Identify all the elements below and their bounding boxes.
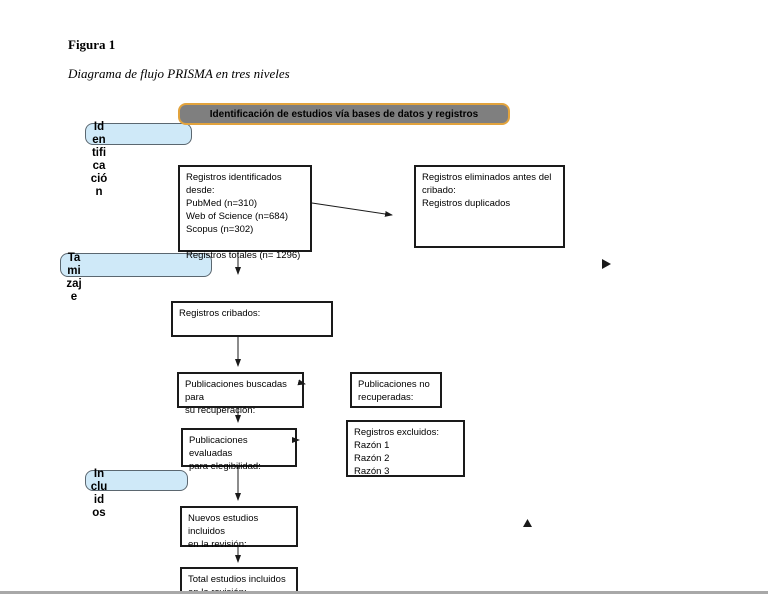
box-records-identified-text: Registros identificados desde: PubMed (n… <box>186 172 301 261</box>
floating-right-arrowhead-icon <box>602 259 611 269</box>
stage-label-identificacion: Id en tifi ca ció n <box>90 121 108 198</box>
box-publications-not-retrieved: Publicaciones no recuperadas: <box>350 372 442 408</box>
box-records-excluded-text: Registros excluidos: Razón 1 Razón 2 Raz… <box>354 427 440 477</box>
stage-box-identificacion <box>85 123 192 145</box>
box-publications-assessed-text: Publicaciones evaluadas para elegibilida… <box>189 435 261 472</box>
stage-box-tamizaje <box>60 253 212 277</box>
bottom-edge-bar <box>0 591 768 594</box>
box-records-screened: Registros cribados: <box>171 301 333 337</box>
box-records-removed-text: Registros eliminados antes del cribado: … <box>422 172 552 209</box>
box-records-excluded: Registros excluidos: Razón 1 Razón 2 Raz… <box>346 420 465 477</box>
box-total-studies-included-text: Total estudios incluidos en la revisión: <box>188 574 286 594</box>
identification-banner: Identificación de estudios vía bases de … <box>178 103 510 125</box>
identification-banner-label: Identificación de estudios vía bases de … <box>209 108 479 120</box>
box-total-studies-included: Total estudios incluidos en la revisión: <box>180 567 298 594</box>
box-publications-not-retrieved-text: Publicaciones no recuperadas: <box>358 379 430 403</box>
figure-label: Figura 1 <box>68 37 116 52</box>
box-publications-sought: Publicaciones buscadas para su recuperac… <box>177 372 304 416</box>
stage-label-incluidos: In clu id os <box>90 468 108 519</box>
stage-label-tamizaje: Ta mi zaj e <box>66 252 82 303</box>
box-publications-sought-text: Publicaciones buscadas para su recuperac… <box>185 379 287 416</box>
box-records-removed: Registros eliminados antes del cribado: … <box>414 165 565 248</box>
floating-up-arrowhead-icon <box>523 519 532 527</box>
box-publications-assessed: Publicaciones evaluadas para elegibilida… <box>181 428 297 472</box>
box-new-studies-included: Nuevos estudios incluidos en la revisión… <box>180 506 298 550</box>
box-records-identified: Registros identificados desde: PubMed (n… <box>178 165 312 261</box>
box-records-screened-text: Registros cribados: <box>179 308 261 319</box>
figure-caption: Diagrama de flujo PRISMA en tres niveles <box>68 66 290 81</box>
box-new-studies-included-text: Nuevos estudios incluidos en la revisión… <box>188 513 259 550</box>
arrow-identified-to-removed <box>311 202 393 217</box>
stage-box-incluidos <box>85 470 188 491</box>
